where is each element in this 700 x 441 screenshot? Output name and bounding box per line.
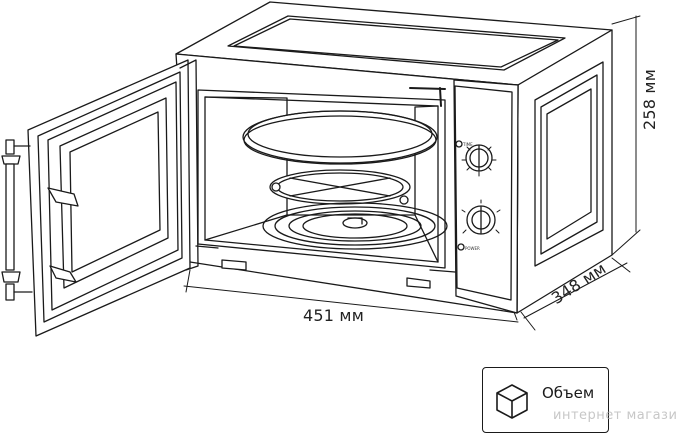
timer-label: TIME — [462, 142, 473, 147]
width-dimension-label: 451 мм — [303, 306, 364, 325]
cube-icon — [496, 384, 528, 419]
microwave-top — [175, 1, 613, 86]
roller-ring — [269, 169, 411, 205]
glass-plate — [242, 110, 438, 165]
open-door — [27, 59, 199, 337]
door-handle — [1, 139, 33, 301]
feet — [221, 259, 431, 289]
volume-badge: Объем — [482, 367, 609, 433]
power-label: POWER — [465, 246, 480, 251]
watermark: интернет магази — [553, 408, 678, 423]
volume-label: Объем — [542, 384, 595, 402]
power-knob — [457, 199, 501, 251]
dimension-lines — [183, 15, 641, 331]
turntable-base — [262, 202, 448, 250]
microwave-right-side — [516, 29, 613, 314]
height-dimension-label: 258 мм — [640, 69, 659, 130]
timer-knob — [455, 140, 497, 177]
